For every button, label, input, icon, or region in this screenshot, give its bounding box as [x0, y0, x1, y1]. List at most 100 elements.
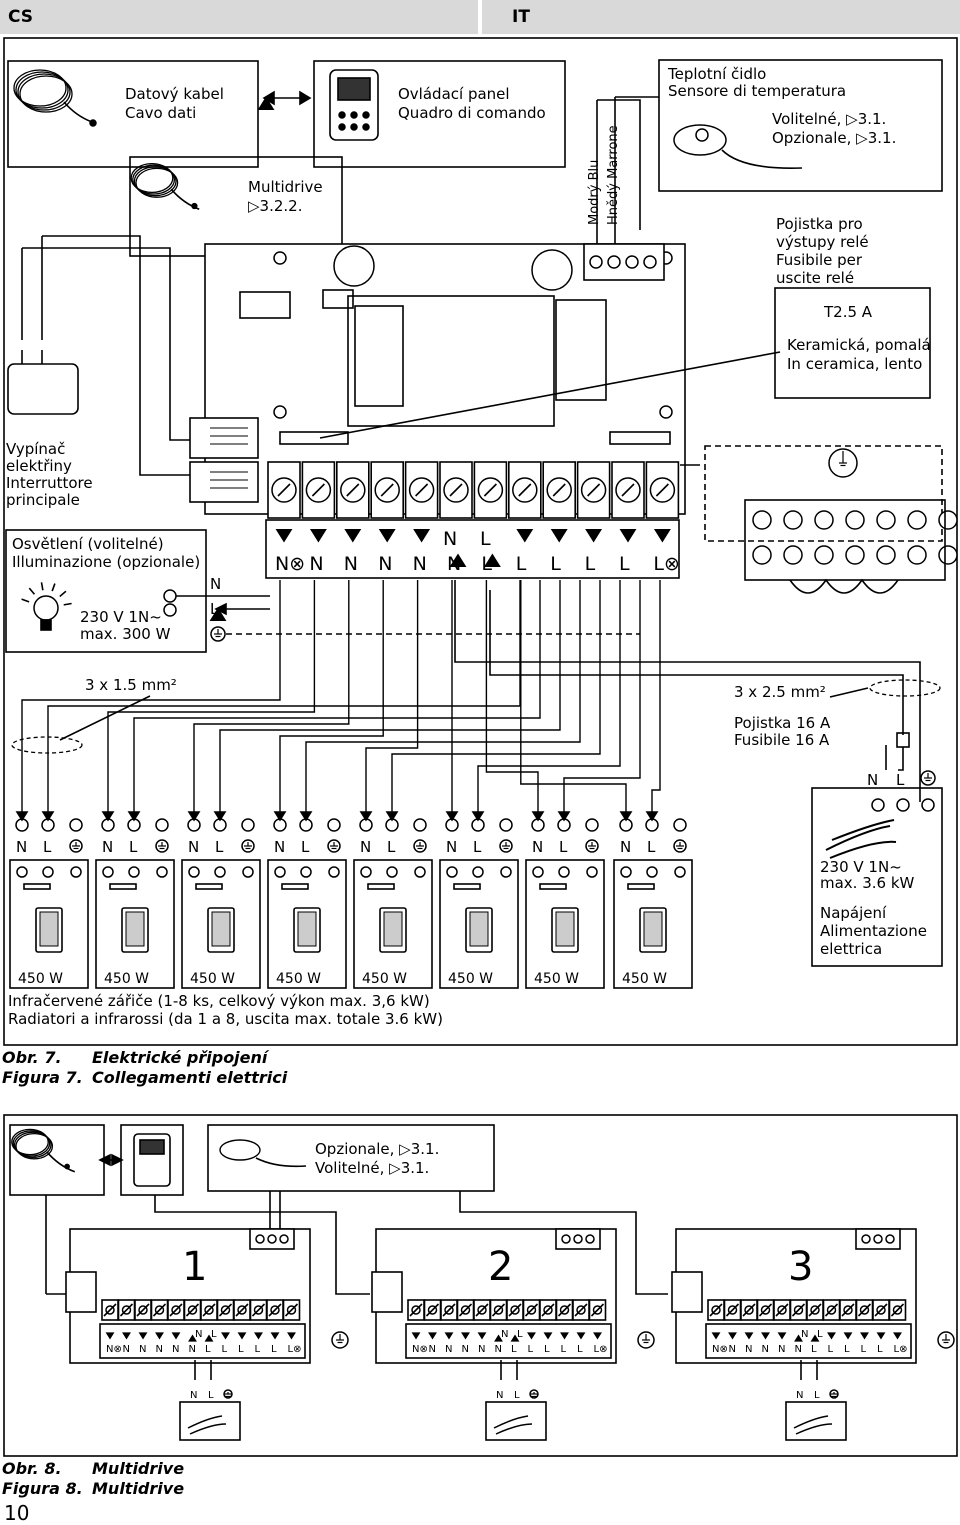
fig8-unit-1-block-5-slot: [169, 1303, 183, 1317]
sensor-terminal-screw-0: [589, 255, 603, 269]
fig8-unit-1-sensor-screw-1: [267, 1234, 277, 1244]
fig8-unit-2-arrow-11: [576, 1332, 586, 1340]
power-term-bot-3: [845, 545, 865, 565]
heater-7-bridge: [539, 883, 567, 890]
fig8-unit-3-term-11: L: [877, 1344, 883, 1355]
heater-4-term-a: [274, 866, 286, 878]
power-term-bot-6: [938, 545, 958, 565]
pcb-mount-screw-2: [273, 405, 287, 419]
light-ray-4: [59, 590, 67, 598]
heater-3-bridge: [195, 883, 223, 890]
lighting-N-label: N: [210, 575, 221, 593]
heater-7-box: [525, 859, 605, 989]
control-panel-display: [337, 77, 371, 101]
terminal-block-6-slot: [449, 483, 463, 497]
terminal-block-12-slot: [655, 483, 669, 497]
fig8-unit-3-supply-N: N: [796, 1390, 803, 1401]
fig8-unit-3-sensor-screw-0: [861, 1234, 871, 1244]
fig8-unit-2-term-7: L: [511, 1344, 517, 1355]
fig8-unit-3-block-3-slot: [742, 1303, 756, 1317]
heater-3-element-inner: [211, 911, 231, 947]
heater-3-term-b: [214, 866, 226, 878]
fig8-title-it: Multidrive: [92, 1479, 185, 1498]
terminal-block-11-slot: [621, 483, 635, 497]
data-cable-coil-icon-loop2: [17, 73, 71, 111]
fig8-data-cable-coil-icon-lead: [46, 1151, 76, 1173]
fig8-unit-2-block-11-slot: [574, 1303, 588, 1317]
fig8-data-cable-coil-icon-plug: [64, 1163, 70, 1170]
heater-7-power: 450 W: [534, 971, 579, 987]
heater-3-N-arrow: [187, 811, 201, 822]
fig8-unit-2-sensor-screw-2: [585, 1234, 595, 1244]
lighting-N-term: [163, 589, 177, 603]
heater-L-wire-8: [651, 580, 661, 820]
fig8-unit-2-supply-cable: [493, 1415, 533, 1435]
heater-1-term-b: [42, 866, 54, 878]
terminal-block-3-slot: [346, 483, 360, 497]
heater-4-N-arrow: [273, 811, 287, 822]
terminal-block-9-slot: [552, 483, 566, 497]
fig8-unit-1-arrow-11: [270, 1332, 280, 1340]
pcb-terminal-bottom: [189, 461, 259, 503]
fig8-unit-1-arrow-5: [171, 1332, 181, 1340]
temp-sensor-label-line-2: Sensore di temperatura: [668, 82, 846, 100]
main-fuse-label-line-2: Fusibile 16 A: [734, 731, 830, 749]
heater-2-N-label: N: [102, 838, 113, 856]
link-arrow-left-head: [262, 90, 275, 106]
terminal-arrow-L-in: [483, 553, 501, 567]
pcb-relay-1: [354, 305, 404, 407]
terminal-block-4-slot: [380, 483, 394, 497]
fig8-unit-3-top-N: N: [801, 1329, 808, 1340]
power-term-bot-5: [907, 545, 927, 565]
heater-5-element-inner: [383, 911, 403, 947]
fig8-unit-3-arrow-9: [843, 1332, 853, 1340]
power-block: [744, 499, 946, 581]
pcb-mount-screw-3: [659, 405, 673, 419]
control-panel-key-b0: [338, 123, 346, 131]
fig8-unit-2-top-N: N: [501, 1329, 508, 1340]
heater-8-N-label: N: [620, 838, 631, 856]
terminal-arrow-2: [309, 529, 327, 543]
main-switch-label-line-3: Interruttore: [6, 474, 93, 492]
heater-L-wire-7: [563, 580, 641, 820]
fig8-unit-2-block-1-slot: [409, 1303, 423, 1317]
control-panel-label-line-1: Ovládací panel: [398, 85, 510, 103]
main-switch-label-line-1: Vypínač: [6, 440, 65, 458]
fig8-unit-2-label-box: [405, 1323, 612, 1359]
heater-1-box: [9, 859, 89, 989]
multidrive-coil-icon-loop2: [133, 166, 177, 197]
fig8-unit-1-block-6-slot: [185, 1303, 200, 1317]
fig8-unit-1-arrow-1: [105, 1332, 115, 1340]
fig8-unit-2-arrow-3: [444, 1332, 454, 1340]
control-panel-key1: [350, 111, 358, 119]
heater-6-G-term: [499, 818, 513, 832]
light-ray-0: [21, 598, 30, 603]
fuse-leader: [319, 351, 781, 439]
cable-big-leader: [829, 687, 869, 698]
fig8-unit-2-term-9: L: [544, 1344, 550, 1355]
fig8-unit-2-block-3-slot: [442, 1303, 456, 1317]
heater-1-L-label: L: [43, 838, 52, 856]
fig8-unit-1-term-3: N: [139, 1344, 146, 1355]
terminal-block-2-slot: [311, 483, 325, 497]
fig8-unit-2-supply-N: N: [496, 1390, 503, 1401]
fig8-unit-3-arrow-3: [744, 1332, 754, 1340]
page-number: 10: [4, 1501, 30, 1525]
heater-1-N-label: N: [16, 838, 27, 856]
terminal-label-3: N: [344, 553, 358, 575]
fig8-unit-1-top-L: L: [211, 1329, 217, 1340]
heater-N-wire-3: [193, 580, 350, 820]
fig8-unit-1-block-1-slot: [103, 1303, 117, 1317]
power-term-top-4: [876, 510, 896, 530]
fig8-unit-3-block-5-slot: [775, 1303, 789, 1317]
fig8-unit-1-top-N: N: [195, 1329, 202, 1340]
supply-label-line-2: Alimentazione: [820, 922, 927, 940]
fig8-sensor-cable: [255, 1157, 307, 1168]
relay-fuse-label-line-3: Fusibile per: [776, 251, 863, 269]
link-arrow-right-head: [299, 90, 312, 106]
fig8-unit-2-arrow-2: [428, 1332, 437, 1340]
relay-fuse-label-line-2: výstupy relé: [776, 233, 869, 251]
pcb-capacitor-1: [333, 245, 375, 287]
terminal-label-9: L: [550, 553, 561, 575]
fig8-unit-1-block-2-slot: [119, 1303, 134, 1317]
